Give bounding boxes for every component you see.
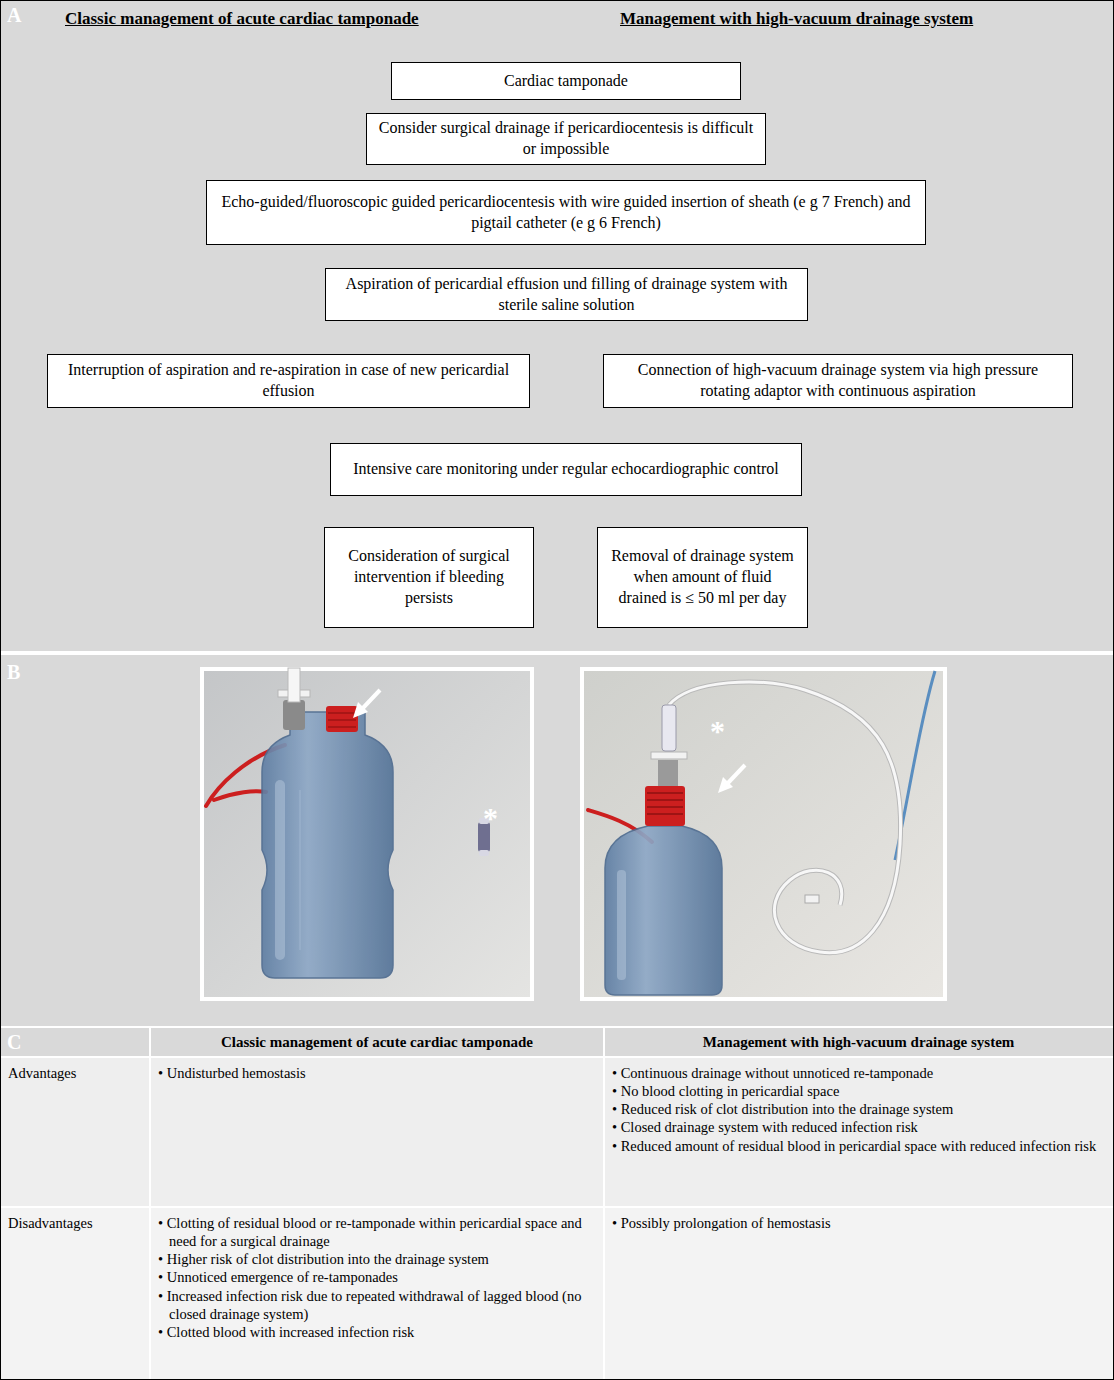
- process-box: Consider surgical drainage if pericardio…: [366, 113, 766, 165]
- text-group: • Clotting of residual blood or re-tampo…: [158, 1214, 598, 1341]
- box-text: Interruption of aspiration and re-aspira…: [58, 360, 519, 402]
- row-header: Disadvantages: [8, 1214, 146, 1232]
- box-text: Consideration of surgical intervention i…: [335, 546, 523, 608]
- box-text: Echo-guided/fluoroscopic guided pericard…: [217, 192, 915, 234]
- table-cell: • Closed drainage system with reduced in…: [612, 1118, 1106, 1136]
- table-cell: • Clotted blood with increased infection…: [158, 1323, 598, 1341]
- process-box: Removal of drainage system when amount o…: [597, 527, 808, 628]
- text-group: • Possibly prolongation of hemostasis: [612, 1214, 1106, 1232]
- process-box: Interruption of aspiration and re-aspira…: [47, 354, 530, 408]
- text-group: Classic management of acute cardiac tamp…: [65, 9, 535, 29]
- asterisk-marker: *: [483, 803, 507, 833]
- table-cell: • Higher risk of clot distribution into …: [158, 1250, 598, 1268]
- process-box: Echo-guided/fluoroscopic guided pericard…: [206, 180, 926, 245]
- box-text: Consider surgical drainage if pericardio…: [377, 118, 755, 160]
- box-text: Removal of drainage system when amount o…: [608, 546, 797, 608]
- asterisk-marker: *: [710, 716, 734, 746]
- text-group: A: [7, 5, 37, 25]
- section-heading: Management with high-vacuum drainage sys…: [620, 9, 1100, 29]
- box-text: Aspiration of pericardial effusion und f…: [336, 274, 797, 316]
- row-header: Advantages: [8, 1064, 146, 1082]
- process-box: Cardiac tamponade: [391, 62, 741, 100]
- table-cell: • Undisturbed hemostasis: [158, 1064, 598, 1082]
- text-group: Management with high-vacuum drainage sys…: [604, 1033, 1113, 1052]
- table-cell: • Reduced risk of clot distribution into…: [612, 1100, 1106, 1118]
- text-group: Advantages: [8, 1064, 146, 1082]
- table-cell: • Increased infection risk due to repeat…: [158, 1287, 598, 1323]
- process-box: Connection of high-vacuum drainage syste…: [603, 354, 1073, 408]
- text-group: Disadvantages: [8, 1214, 146, 1232]
- text-group: • Undisturbed hemostasis: [158, 1064, 598, 1082]
- text-group: B: [7, 662, 37, 682]
- box-text: Intensive care monitoring under regular …: [353, 459, 779, 480]
- text-group: Classic management of acute cardiac tamp…: [150, 1033, 604, 1052]
- text-group: Management with high-vacuum drainage sys…: [620, 9, 1100, 29]
- table-header: Classic management of acute cardiac tamp…: [150, 1033, 604, 1052]
- table-cell: • Reduced amount of residual blood in pe…: [612, 1137, 1106, 1155]
- box-text: Connection of high-vacuum drainage syste…: [614, 360, 1062, 402]
- table-cell: • Unnoticed emergence of re-tamponades: [158, 1268, 598, 1286]
- section-heading: Classic management of acute cardiac tamp…: [65, 9, 535, 29]
- text-group: • Continuous drainage without unnoticed …: [612, 1064, 1106, 1155]
- table-cell: • No blood clotting in pericardial space: [612, 1082, 1106, 1100]
- process-box: Consideration of surgical intervention i…: [324, 527, 534, 628]
- panel-letter: C: [7, 1032, 37, 1052]
- text-group: *: [710, 716, 734, 746]
- process-box: Aspiration of pericardial effusion und f…: [325, 268, 808, 321]
- box-text: Cardiac tamponade: [504, 71, 628, 92]
- table-cell: • Continuous drainage without unnoticed …: [612, 1064, 1106, 1082]
- table-header: Management with high-vacuum drainage sys…: [604, 1033, 1113, 1052]
- table-cell: • Possibly prolongation of hemostasis: [612, 1214, 1106, 1232]
- text-group: *: [483, 803, 507, 833]
- table-cell: • Clotting of residual blood or re-tampo…: [158, 1214, 598, 1250]
- panel-letter: A: [7, 5, 37, 25]
- text-group: C: [7, 1032, 37, 1052]
- panel-letter: B: [7, 662, 37, 682]
- process-box: Intensive care monitoring under regular …: [330, 443, 802, 496]
